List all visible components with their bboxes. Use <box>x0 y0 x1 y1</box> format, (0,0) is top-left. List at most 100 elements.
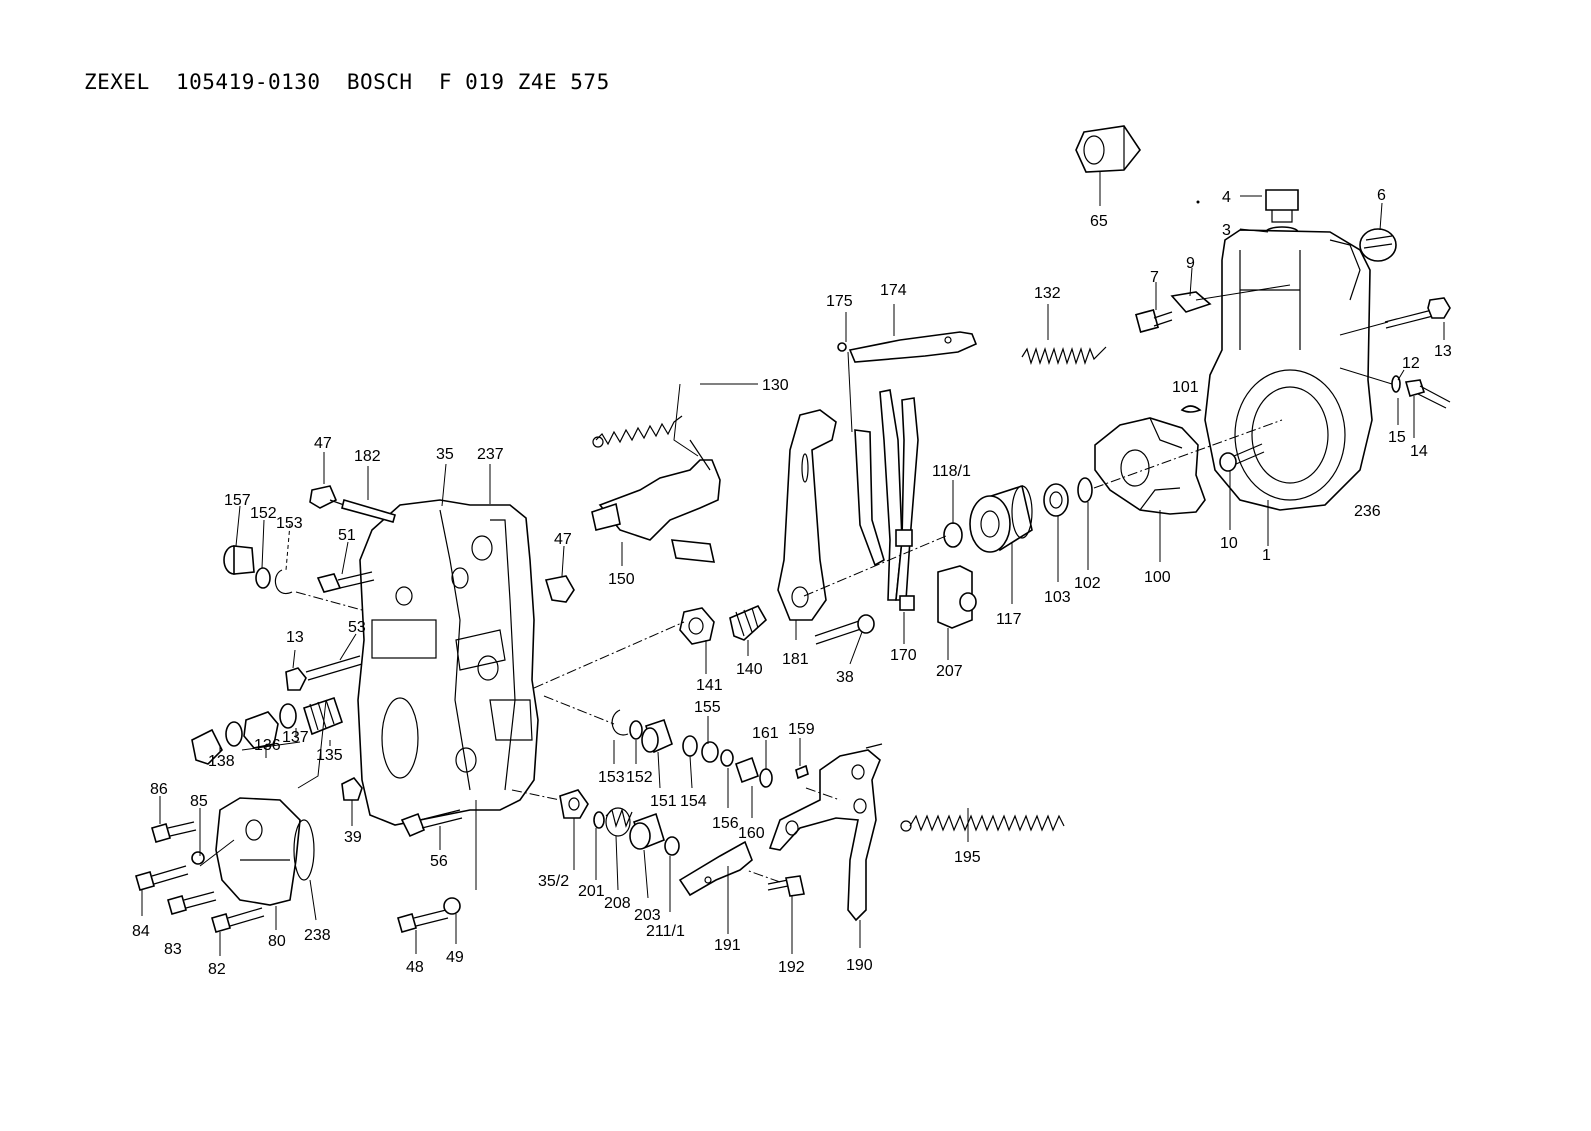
part-drawings <box>135 125 1451 933</box>
part-label: 84 <box>132 923 150 940</box>
part-190-lever <box>768 743 883 922</box>
part-38-screw <box>814 614 875 645</box>
part-label: 153 <box>598 769 625 786</box>
part-label: 9 <box>1186 255 1195 272</box>
part-150-lever <box>591 439 721 563</box>
part-160-bush <box>734 756 760 784</box>
part-label: 102 <box>1074 575 1101 592</box>
part-label: 174 <box>880 282 907 299</box>
part-154-washer <box>682 735 698 757</box>
part-83-screw <box>167 891 217 915</box>
part-label: 181 <box>782 651 809 668</box>
part-80-block <box>215 797 301 906</box>
part-labels: 65 4 3 6 7 9 13 12 15 14 101 10 1 236 10… <box>132 187 1452 978</box>
part-1-housing <box>1204 229 1373 511</box>
part-label: 4 <box>1222 189 1231 206</box>
part-141-nut <box>679 607 715 645</box>
part-label: 161 <box>752 725 779 742</box>
part-130-spring <box>592 415 683 448</box>
part-84-screw <box>135 865 189 891</box>
part-label: 15 <box>1388 429 1406 446</box>
part-181-lever <box>777 409 837 621</box>
part-label: 7 <box>1150 269 1159 286</box>
part-13-stud <box>1384 297 1451 329</box>
part-label: 51 <box>338 527 356 544</box>
part-label: 157 <box>224 492 251 509</box>
part-label: 236 <box>1354 503 1381 520</box>
part-label: 14 <box>1410 443 1428 460</box>
part-103-bushing <box>1043 483 1069 517</box>
part-label: 152 <box>626 769 653 786</box>
part-101-key <box>1180 405 1202 413</box>
part-157-cap <box>223 545 255 575</box>
part-label: 152 <box>250 505 277 522</box>
part-13-nut-left <box>285 667 307 691</box>
part-washer-138a <box>225 721 243 747</box>
part-136-nut <box>243 711 279 749</box>
part-label: 35/2 <box>538 873 569 890</box>
part-208-spring <box>605 807 633 837</box>
part-155-washer <box>701 741 719 763</box>
part-156-ring <box>720 749 734 767</box>
part-label: 101 <box>1172 379 1199 396</box>
part-label: 82 <box>208 961 226 978</box>
part-label: 100 <box>1144 569 1171 586</box>
part-label: 182 <box>354 448 381 465</box>
part-49-washer <box>443 897 461 915</box>
part-label: 13 <box>1434 343 1452 360</box>
part-152-ring-lower <box>629 720 643 740</box>
part-label: 140 <box>736 661 763 678</box>
part-86-screw <box>151 821 197 843</box>
part-159-pin <box>795 764 809 780</box>
part-135-adjuster <box>303 696 343 736</box>
part-182-pin <box>341 498 396 523</box>
part-label: 238 <box>304 927 331 944</box>
part-138-cap <box>191 728 223 765</box>
part-label: 203 <box>634 907 661 924</box>
part-label: 48 <box>406 959 424 976</box>
part-label: 190 <box>846 957 873 974</box>
part-48-screw <box>397 909 449 933</box>
part-label: 118/1 <box>932 463 971 480</box>
part-label: 80 <box>268 933 286 950</box>
part-140-bush <box>729 604 768 641</box>
part-9-bracket <box>1170 291 1212 313</box>
part-label: 136 <box>254 737 281 754</box>
part-label: 132 <box>1034 285 1061 302</box>
part-label: 155 <box>694 699 721 716</box>
part-label: 39 <box>344 829 362 846</box>
part-label: 53 <box>348 619 366 636</box>
part-201-ring <box>593 811 605 829</box>
part-label: 151 <box>650 793 677 810</box>
part-6-plug <box>1359 228 1397 262</box>
part-label: 56 <box>430 853 448 870</box>
part-label: 170 <box>890 647 917 664</box>
part-label: 201 <box>578 883 605 900</box>
part-153-clip-lower <box>611 709 629 736</box>
part-label: 3 <box>1222 222 1231 239</box>
part-152-ring-upper <box>255 567 271 589</box>
part-203-sleeve <box>629 812 665 850</box>
part-175-clip <box>837 342 847 352</box>
part-47-screw-lower <box>544 575 575 603</box>
part-label: 1 <box>1262 547 1271 564</box>
part-85-washer <box>191 851 205 865</box>
part-label: 12 <box>1402 355 1420 372</box>
part-151-bush <box>641 718 673 754</box>
part-label: 137 <box>282 729 309 746</box>
part-label: 130 <box>762 377 789 394</box>
part-label: 192 <box>778 959 805 976</box>
part-132-spring <box>1021 346 1107 365</box>
part-label: 191 <box>714 937 741 954</box>
stray-mark <box>1196 200 1200 204</box>
part-label: 47 <box>314 435 332 452</box>
part-label: 175 <box>826 293 853 310</box>
part-174-lever <box>848 331 978 363</box>
part-35-2-fitting <box>559 789 589 819</box>
part-label: 211/1 <box>646 923 685 940</box>
part-label: 6 <box>1377 187 1386 204</box>
part-label: 207 <box>936 663 963 680</box>
part-39-nut <box>341 776 363 801</box>
part-label: 154 <box>680 793 707 810</box>
